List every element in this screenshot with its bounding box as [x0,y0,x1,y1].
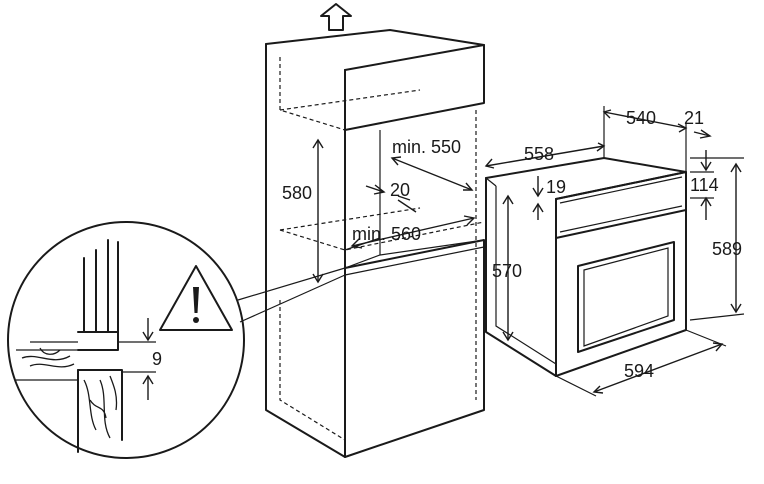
oven-body-depth-dimension: 540 [602,106,688,172]
oven-overall-height-dimension: 589 [689,157,745,321]
cabinet-depth-dimension: min. 550 [390,137,474,191]
cabinet-width-label: min. 560 [352,224,421,244]
oven-overall-depth-label: 558 [524,144,554,164]
oven-front-thickness-dimension: 21 [684,108,712,139]
cabinet-height-dimension: 580 [282,138,324,284]
warning-icon [159,265,233,331]
detail-gap-label: 9 [152,349,162,369]
cabinet-housing [265,29,485,458]
detail-callout: 9 [7,221,346,459]
oven-overall-height-label: 589 [712,239,742,259]
oven-width-dimension: 594 [555,329,727,397]
oven-top-offset-label: 19 [546,177,566,197]
oven-body-depth-label: 540 [626,108,656,128]
oven-body-height-label: 570 [492,261,522,281]
oven-side-offset-label: 114 [690,175,719,195]
oven-top-offset-dimension: 19 [532,176,566,220]
up-arrow-icon [320,3,352,31]
cabinet-gap-dimension: 20 [365,180,411,201]
oven-width-label: 594 [624,361,654,381]
oven-overall-depth-dimension: 558 [484,142,606,169]
cabinet-height-label: 580 [282,183,312,203]
cabinet-depth-label: min. 550 [392,137,461,157]
cabinet-width-dimension: min. 560 [350,199,476,249]
oven-body-height-dimension: 570 [492,194,522,342]
cabinet-gap-label: 20 [390,180,410,200]
oven-side-offset-dimension: 114 [690,150,719,220]
oven-front-thickness-label: 21 [684,108,704,128]
